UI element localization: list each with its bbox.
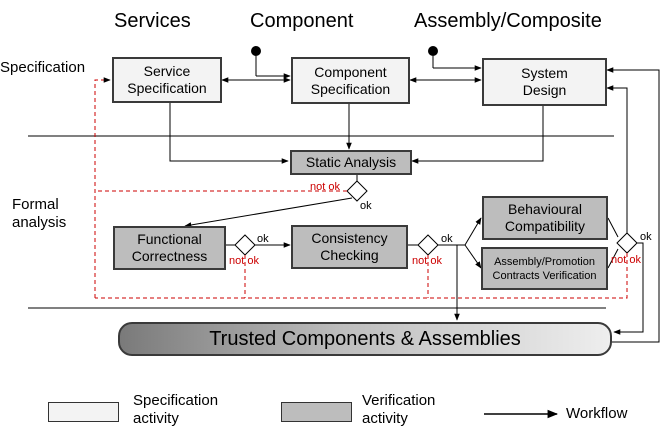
row-label-specification: Specification bbox=[0, 59, 86, 76]
arrow-service-to-static bbox=[169, 101, 289, 164]
not-ok-label-functional: not ok bbox=[229, 255, 259, 267]
decision-diamond-functional bbox=[234, 234, 256, 256]
arrow-loop-to-system bbox=[606, 85, 628, 233]
not-ok-label-consistency: not ok bbox=[412, 255, 442, 267]
trusted-components-box[interactable]: Trusted Components & Assemblies bbox=[118, 322, 612, 356]
start-node-assembly bbox=[428, 46, 438, 56]
start-node-component bbox=[251, 46, 261, 56]
arrow-static-to-functional bbox=[184, 197, 353, 228]
arrow-to-behavioural bbox=[464, 217, 482, 246]
arrow-ok-to-trusted bbox=[613, 242, 644, 335]
decision-diamond-behaviour bbox=[616, 232, 638, 254]
ok-label-static: ok bbox=[360, 200, 372, 212]
ok-label-functional: ok bbox=[257, 233, 269, 245]
column-title-services: Services bbox=[114, 10, 191, 32]
not-ok-label-behaviour: not ok bbox=[611, 254, 641, 266]
failure-path-outer bbox=[94, 77, 111, 298]
decision-diamond-consistency bbox=[417, 234, 439, 256]
column-title-assembly: Assembly/Composite bbox=[414, 10, 602, 32]
arrow-trusted-to-system bbox=[606, 67, 660, 343]
column-title-component: Component bbox=[250, 10, 354, 32]
not-ok-label-static: not ok bbox=[310, 181, 340, 193]
failure-path-behaviour bbox=[95, 253, 628, 299]
legend-spec-swatch bbox=[48, 402, 119, 422]
arrow-to-contracts bbox=[464, 244, 482, 269]
arrow-system-to-static bbox=[411, 105, 544, 164]
ok-label-behaviour: ok bbox=[640, 231, 652, 243]
ok-label-consistency: ok bbox=[441, 233, 453, 245]
legend-verif-swatch bbox=[281, 402, 352, 422]
legend-workflow-label: Workflow bbox=[566, 405, 628, 422]
static-analysis-box[interactable]: Static Analysis bbox=[290, 150, 412, 175]
decision-diamond-static bbox=[346, 180, 368, 202]
